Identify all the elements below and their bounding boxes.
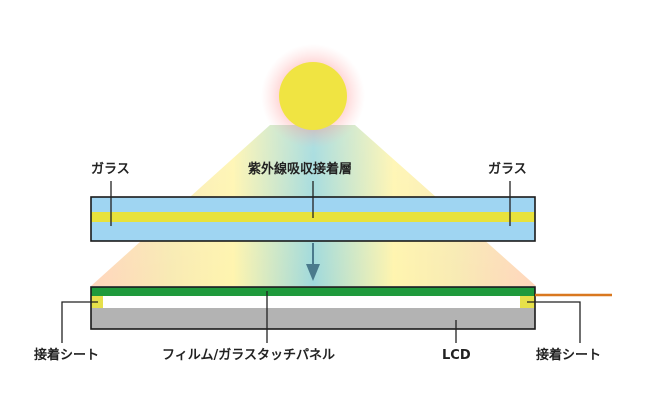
- label-glass-left: ガラス: [91, 162, 130, 177]
- leader-sheet-left: [61, 301, 98, 343]
- label-uv-absorbing-adhesive-layer: 紫外線吸収接着層: [248, 162, 353, 177]
- sun-icon: [279, 62, 347, 130]
- label-adhesive-sheet-left: 接着シート: [34, 348, 100, 363]
- label-glass-right: ガラス: [488, 162, 527, 177]
- touch-panel-green-layer: [91, 287, 535, 296]
- label-film-glass-touch-panel: フィルム/ガラスタッチパネル: [162, 348, 335, 363]
- panel-stack: [90, 286, 536, 330]
- label-adhesive-sheet-right: 接着シート: [536, 348, 602, 363]
- touch-panel-white-layer: [103, 296, 520, 308]
- panel-outline: [90, 286, 536, 330]
- down-arrow-icon: [306, 243, 320, 281]
- leader-sheet-right: [527, 301, 581, 343]
- label-lcd: LCD: [442, 348, 471, 363]
- leader-lines: [61, 181, 581, 343]
